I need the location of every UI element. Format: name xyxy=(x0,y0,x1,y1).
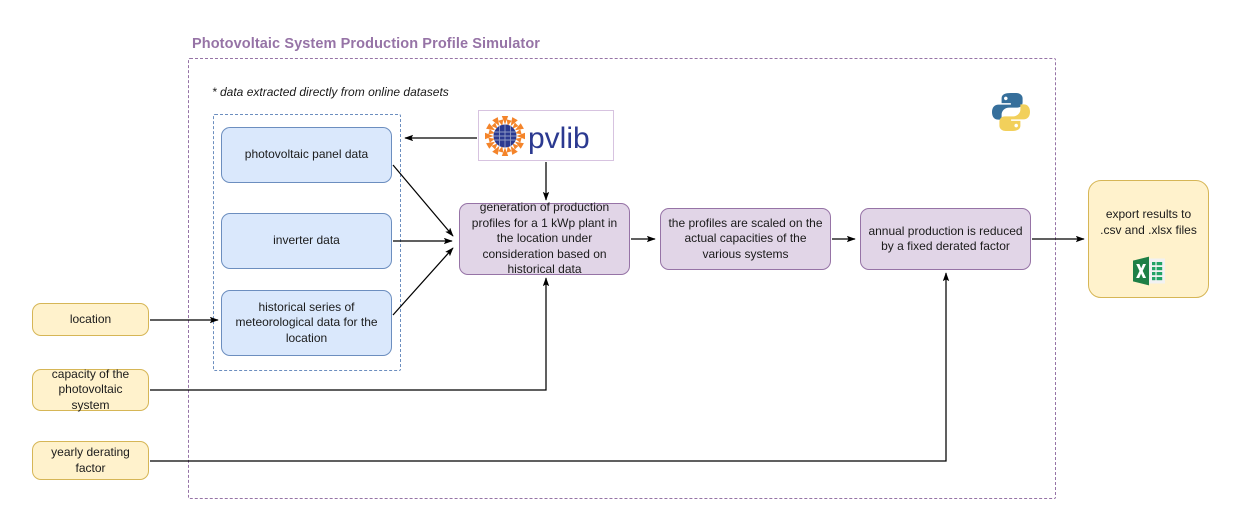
pvlib-wordmark: pvlib xyxy=(528,122,590,155)
export-results-label: export results to .csv and .xlsx files xyxy=(1100,207,1197,237)
python-lower-snake xyxy=(999,104,1030,131)
node-input-system-capacity[interactable]: capacity of the photovoltaic system xyxy=(32,367,149,412)
node-photovoltaic-panel-data[interactable]: photovoltaic panel data xyxy=(221,127,392,183)
node-input-location[interactable]: location xyxy=(32,303,149,336)
python-upper-snake xyxy=(992,93,1023,120)
node-export-results[interactable]: export results to .csv and .xlsx files xyxy=(1088,180,1209,298)
footnote-text: * data extracted directly from online da… xyxy=(212,85,449,99)
node-historical-meteorological-data[interactable]: historical series of meteorological data… xyxy=(221,290,392,356)
page-title: Photovoltaic System Production Profile S… xyxy=(192,36,541,52)
pvlib-logo: pvlib xyxy=(478,110,614,161)
node-annual-production-derated[interactable]: annual production is reduced by a fixed … xyxy=(860,208,1031,270)
node-input-yearly-derating-factor[interactable]: yearly derating factor xyxy=(32,441,149,480)
excel-icon xyxy=(1132,256,1166,291)
node-generation-of-production-profiles[interactable]: generation of production profiles for a … xyxy=(459,200,630,276)
node-profiles-scaled-to-capacity[interactable]: the profiles are scaled on the actual ca… xyxy=(660,208,831,270)
python-logo-icon xyxy=(988,89,1034,135)
node-inverter-data[interactable]: inverter data xyxy=(221,213,392,269)
